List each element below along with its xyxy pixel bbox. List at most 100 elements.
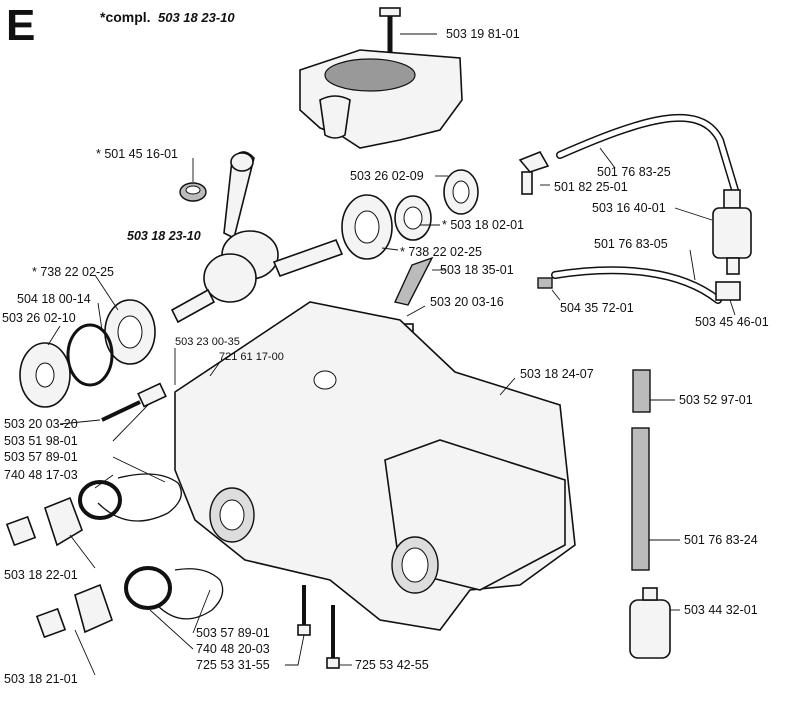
rod-small-end	[230, 152, 254, 172]
label-ball-bearing-left: * 738 22 02-25	[32, 265, 114, 279]
leader-fuel-filter	[674, 207, 713, 221]
lever-shape	[394, 256, 434, 306]
label-needle-bearing: * 501 45 16-01	[96, 147, 178, 161]
leader-ball-bearing-right	[381, 247, 399, 251]
leader-sleeve-left	[112, 404, 149, 442]
label-ball-bearing-right: * 738 22 02-25	[400, 245, 482, 259]
label-strap-2: 503 57 89-01	[196, 626, 270, 640]
label-spring: 503 52 97-01	[679, 393, 753, 407]
ball-bearing-right-hole	[354, 210, 380, 244]
label-nipple: 504 35 72-01	[560, 301, 634, 315]
label-fuel-filter: 503 16 40-01	[592, 201, 666, 215]
label-pin-2: 721 61 17-00	[219, 351, 284, 363]
label-plug-2: 503 18 21-01	[4, 672, 78, 686]
spring-shape	[632, 369, 651, 413]
fuel-filter-bottom	[726, 257, 740, 275]
leader-plug-2	[74, 629, 96, 676]
fuel-hose-mid-inner	[552, 267, 721, 303]
leader-strap-2	[192, 589, 211, 634]
crankcase-boss	[313, 370, 337, 390]
leader-crankcase	[499, 377, 516, 396]
needle-bearing-part	[179, 182, 207, 202]
leader-lever-screw	[406, 305, 426, 317]
leader-nipple	[551, 289, 561, 301]
label-elbow: 501 82 25-01	[554, 180, 628, 194]
crankcase-part	[174, 301, 576, 631]
fuel-hose-top-inner	[557, 115, 738, 193]
label-washer: 504 18 00-14	[17, 292, 91, 306]
plug-2-body	[74, 583, 113, 634]
cylinder-port	[319, 95, 351, 139]
label-connector: 503 45 46-01	[695, 315, 769, 329]
label-strap-1: 503 57 89-01	[4, 450, 78, 464]
elbow-shape	[518, 150, 550, 173]
washer-shape	[66, 323, 114, 387]
leader-washer	[97, 302, 103, 331]
oring-2-shape	[124, 566, 172, 610]
bolt-head	[379, 7, 401, 17]
strap-1-shape	[97, 473, 182, 522]
leader-ball-bearing-left	[94, 274, 119, 311]
leader-fuel-hose-mid	[689, 249, 696, 281]
label-pin-1: 503 23 00-35	[175, 336, 240, 348]
label-fuel-hose-long: 501 76 83-24	[684, 533, 758, 547]
label-oring-1: 740 48 17-03	[4, 468, 78, 482]
plug-2-head	[35, 607, 67, 639]
label-plug-1: 503 18 22-01	[4, 568, 78, 582]
filter-bottom-shape	[629, 599, 671, 659]
ball-bearing-left-hole	[117, 315, 143, 349]
fuel-filter-top	[723, 189, 741, 209]
needle-bearing-hole	[185, 185, 201, 195]
label-fuel-hose-mid: 501 76 83-05	[594, 237, 668, 251]
screw-long-2-head	[326, 657, 340, 669]
sleeve-left-shape	[137, 382, 167, 408]
leader-seal-ring-left	[47, 325, 61, 346]
label-screw-left: 503 20 03-20	[4, 417, 78, 431]
label-seal-ring-top: 503 26 02-09	[350, 169, 424, 183]
crankcase-bore-right-hole	[401, 547, 429, 583]
cylinder-part	[299, 7, 463, 149]
crankshaft-left-shaft	[170, 288, 216, 324]
filter-bottom-neck	[642, 587, 658, 601]
leader-screw-left	[59, 419, 101, 425]
label-bushing: * 503 18 02-01	[442, 218, 524, 232]
label-oring-2: 740 48 20-03	[196, 642, 270, 656]
leader-connector	[729, 299, 736, 316]
label-seal-ring-left: 503 26 02-10	[2, 311, 76, 325]
strap-2-shape	[156, 568, 224, 620]
label-cylinder-bolt: 503 19 81-01	[446, 27, 520, 41]
part-labels: 503 19 81-01 * 501 45 16-01 503 26 02-09…	[2, 27, 769, 686]
label-lever: 503 18 35-01	[440, 263, 514, 277]
crankshaft-right-shaft	[272, 238, 344, 278]
oring-1-shape	[78, 480, 122, 520]
label-crankcase: 503 18 24-07	[520, 367, 594, 381]
nipple-shape	[537, 277, 553, 289]
connector-shape	[715, 281, 741, 301]
seal-ring-top-hole	[452, 180, 470, 204]
elbow-stem	[521, 171, 533, 195]
leader-screw-long-1	[285, 634, 305, 666]
label-crankshaft-assy: 503 18 23-10	[127, 229, 201, 243]
bushing-hole	[403, 206, 423, 230]
leader-oring-1	[94, 474, 114, 489]
label-fuel-hose-top: 501 76 83-25	[597, 165, 671, 179]
fuel-hose-long-shape	[631, 427, 650, 571]
leader-lines	[47, 33, 736, 676]
section-letter: E	[6, 1, 35, 50]
leader-oring-2	[149, 609, 194, 650]
seal-ring-left-hole	[35, 362, 55, 388]
leader-plug-1	[69, 534, 96, 569]
plug-1-head	[5, 515, 37, 547]
label-lever-screw: 503 20 03-16	[430, 295, 504, 309]
crank-web-left	[203, 253, 257, 303]
leader-pin-2	[209, 361, 221, 377]
label-screw-long-2: 725 53 42-55	[355, 658, 429, 672]
crankcase-bore-left-hole	[219, 499, 245, 531]
label-filter-bottom: 503 44 32-01	[684, 603, 758, 617]
compl-prefix: *compl.	[100, 9, 151, 25]
leader-fuel-hose-top	[599, 147, 616, 169]
leader-strap-1	[112, 456, 166, 483]
cylinder-bore	[324, 58, 416, 92]
